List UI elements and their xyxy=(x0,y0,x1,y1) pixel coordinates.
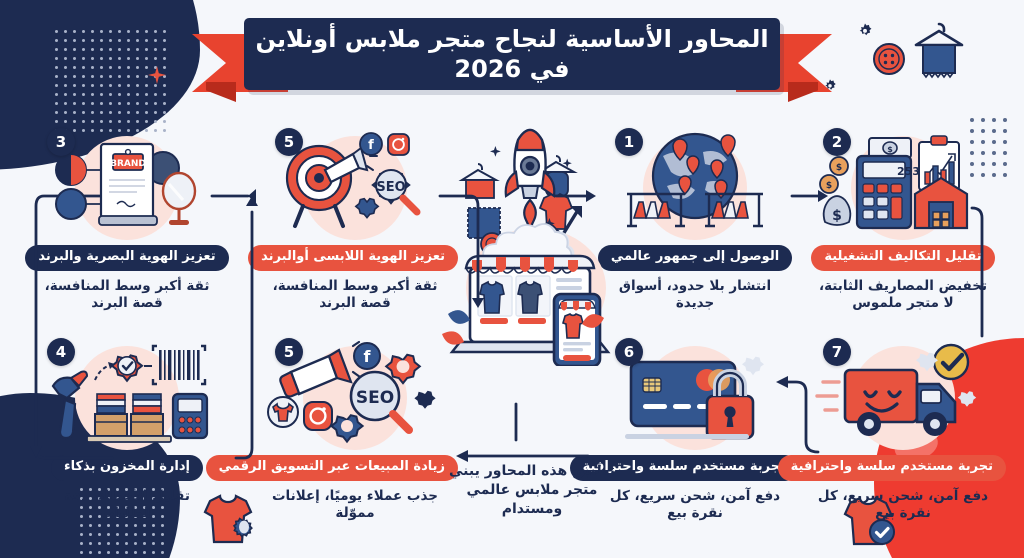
card-number-badge: 4 xyxy=(47,338,75,366)
card-title-pill: تقليل التكاليف التشغيلية xyxy=(811,245,995,271)
card-title-pill: تعزيز الهوية البصرية والبرند xyxy=(25,245,229,271)
card-illustration: 3 BRAND xyxy=(39,128,215,240)
ribbon-fold-left xyxy=(206,82,236,102)
globe-pins-clothing-racks-icon xyxy=(627,132,763,228)
target-megaphone-seo-social-icon: f SEO xyxy=(285,132,421,228)
gear-icon xyxy=(856,22,874,44)
card-title-pill: تعزيز الهوية اللابسى أوالبرند xyxy=(248,245,458,271)
card-title-pill: تجربة مستخدم سلسة واحترافية xyxy=(777,455,1006,481)
sparkle-icon xyxy=(148,66,166,84)
card-digital-marketing-sales[interactable]: 5 f SEO xyxy=(205,338,458,523)
card-number-badge: 6 xyxy=(615,338,643,366)
card-illustration: 6 xyxy=(607,338,783,450)
megaphone-seo-magnifier-social-icon: f SEO xyxy=(267,340,436,444)
card-illustration: 1 xyxy=(607,128,783,240)
card-user-experience-payment[interactable]: 6 تجربة مستخدم سلسة واحترافية دفع آمن، ش… xyxy=(569,338,798,523)
card-description: ثقة أكبر وسط المنافسة، قصة البرند xyxy=(272,277,438,312)
svg-text:$: $ xyxy=(832,208,842,224)
sewing-button-icon xyxy=(872,42,906,80)
credit-card-padlock-icon xyxy=(625,356,764,440)
card-number-badge: 5 xyxy=(275,128,303,156)
dot-grid-top-left xyxy=(55,30,166,132)
card-number-badge: 1 xyxy=(615,128,643,156)
card-description: دفع آمن، شحن سريع، كل نقرة بيع xyxy=(609,487,781,522)
svg-text:BRAND: BRAND xyxy=(110,159,146,169)
card-title-pill: الوصول إلى جمهور عالمي xyxy=(597,245,793,271)
card-description: دفع آمن، شحن سريع، كل نقرة بيع xyxy=(817,487,989,522)
svg-text:f: f xyxy=(364,347,372,366)
card-illustration: 5 f SEO xyxy=(267,338,443,450)
card-description: تقليل الأخطاء، دقة الطلبات xyxy=(64,487,190,522)
card-number-badge: 3 xyxy=(47,128,75,156)
svg-text:$: $ xyxy=(887,145,893,154)
card-description: جذب عملاء يوميًا، إعلانات مموّلة xyxy=(271,487,439,522)
card-identity-branding[interactable]: 5 f SEO تعزيز اله xyxy=(248,128,458,313)
card-description: انتشار بلا حدود، أسواق جديدة xyxy=(618,277,772,312)
svg-text:$: $ xyxy=(836,163,842,173)
card-number-badge: 2 xyxy=(823,128,851,156)
card-illustration: 4 xyxy=(39,338,215,450)
svg-text:253: 253 xyxy=(897,165,920,178)
svg-text:SEO: SEO xyxy=(356,388,394,408)
title-ribbon: المحاور الأساسية لنجاح متجر ملابس أونلاي… xyxy=(192,18,832,102)
hanger-with-fabric-icon xyxy=(910,18,968,84)
center-summary-text: تطبيق هذه المحاور يبني متجر ملابس عالمي … xyxy=(448,463,616,517)
calculator-money-warehouse-chart-icon: $ $ $ $ 253 xyxy=(819,135,969,230)
svg-text:f: f xyxy=(368,138,374,153)
card-description: تخفيض المصاريف الثابتة، لا متجر ملموس xyxy=(818,277,988,312)
card-fast-shipping[interactable]: 7 تجربة مستخدم سلسة واحترافية دفع آمن، ش… xyxy=(777,338,1006,523)
card-inventory-management[interactable]: 4 xyxy=(24,338,230,523)
card-title-pill: إدارة المخزون بذكاء xyxy=(51,455,203,481)
card-operational-costs[interactable]: 2 $ $ $ $ 253 xyxy=(800,128,1006,313)
svg-text:$: $ xyxy=(826,181,832,191)
card-number-badge: 7 xyxy=(823,338,851,366)
card-title-pill: زيادة المبيعات عبر التسويق الرقمي xyxy=(205,455,458,481)
svg-text:SEO: SEO xyxy=(376,180,405,195)
card-illustration: 2 $ $ $ $ 253 xyxy=(815,128,991,240)
page-title: المحاور الأساسية لنجاح متجر ملابس أونلاي… xyxy=(255,25,769,83)
card-brand-identity[interactable]: 3 BRAND تعزيز الهوية البصرية والبر xyxy=(24,128,230,313)
card-title-pill: تجربة مستخدم سلسة واحترافية xyxy=(569,455,798,481)
rocket-store-illustration xyxy=(442,128,611,366)
card-number-badge: 5 xyxy=(275,338,303,366)
card-illustration: 5 f SEO xyxy=(267,128,443,240)
card-illustration: 7 xyxy=(815,338,991,450)
card-global-audience[interactable]: 1 xyxy=(592,128,798,313)
card-description: ثقة أكبر وسط المنافسة، قصة البرند xyxy=(44,277,210,312)
ribbon-body: المحاور الأساسية لنجاح متجر ملابس أونلاي… xyxy=(244,18,780,90)
ribbon-fold-right xyxy=(788,82,818,102)
